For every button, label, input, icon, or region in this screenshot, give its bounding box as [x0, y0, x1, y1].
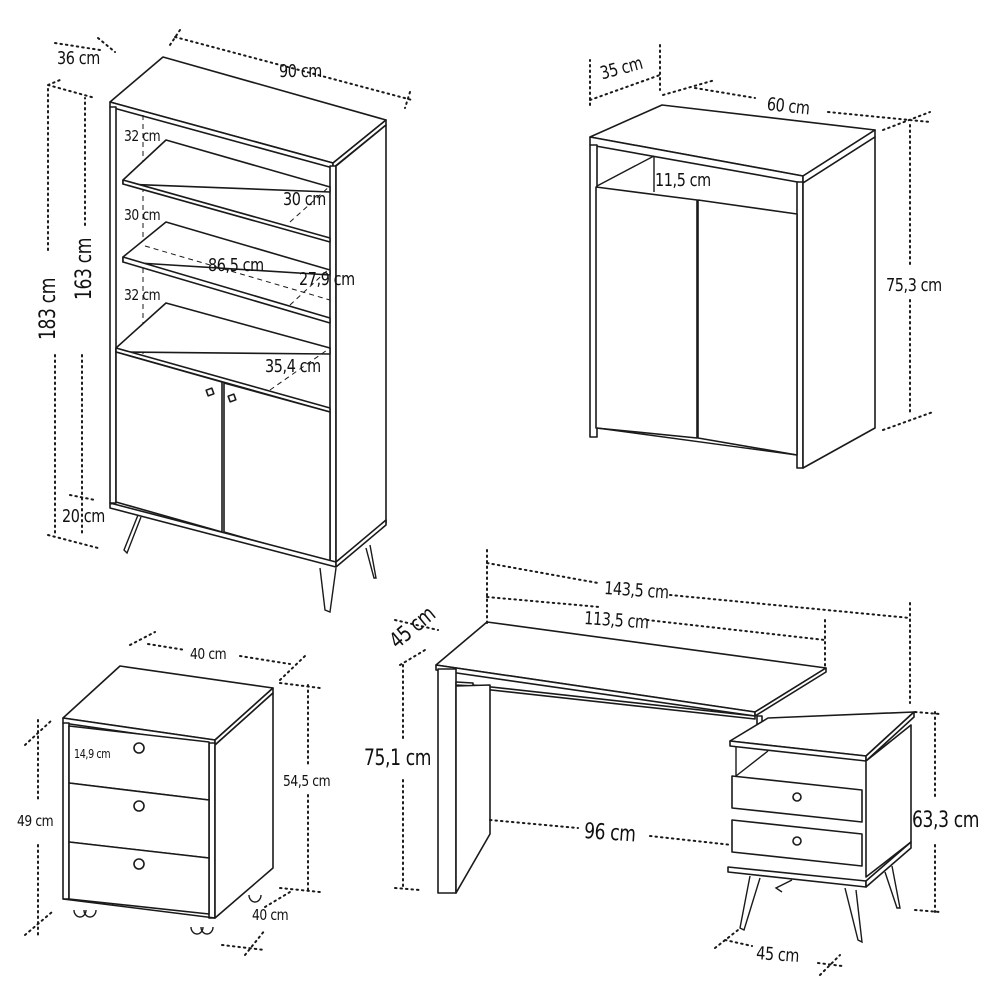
- desk-leg-clearance-label: 96 cm: [583, 819, 637, 848]
- desk-height-label: 75,1 cm: [364, 746, 432, 771]
- cabinet-niche-height-label: 11,5 cm: [655, 170, 711, 191]
- desk-module-height-label: 63,3 cm: [912, 808, 980, 833]
- drawer-unit-depth-label: 40 cm: [252, 906, 289, 924]
- bookcase-body-height-label: 163 cm: [72, 237, 97, 300]
- desk-total-width-label: 143,5 cm: [603, 578, 670, 604]
- cabinet-drawing: [589, 104, 876, 469]
- drawer-unit-drawing: [62, 665, 274, 935]
- desk-top-width-label: 113,5 cm: [583, 608, 650, 634]
- bookcase-leg-height-label: 20 cm: [62, 506, 105, 527]
- bookcase-shelf-depth-2-label: 27,9 cm: [299, 269, 355, 290]
- bookcase-cabinet-depth-label: 35,4 cm: [265, 356, 321, 377]
- bookcase-total-height-label: 183 cm: [36, 277, 61, 340]
- bookcase-shelf-depth-1-label: 30 cm: [283, 189, 326, 210]
- drawer-unit-body-height-label: 49 cm: [17, 812, 54, 830]
- bookcase-inner-width-label: 86,5 cm: [208, 255, 264, 276]
- bookcase-width-label: 90 cm: [279, 61, 322, 82]
- bookcase-shelf-gap-1-label: 32 cm: [124, 127, 161, 145]
- drawer-unit-total-height-label: 54,5 cm: [283, 772, 331, 790]
- desk-drawing: [435, 621, 915, 944]
- bookcase-shelf-gap-2-label: 30 cm: [124, 206, 161, 224]
- drawer-unit-width-label: 40 cm: [190, 645, 227, 663]
- desk-module-depth-label: 45 cm: [755, 943, 800, 967]
- bookcase-depth-label: 36 cm: [57, 48, 100, 69]
- bookcase-shelf-gap-3-label: 32 cm: [124, 286, 161, 304]
- bookcase-drawing: [47, 29, 413, 613]
- drawer-unit-drawer-height-label: 14,9 cm: [74, 747, 111, 761]
- cabinet-width-label: 60 cm: [765, 94, 811, 120]
- cabinet-height-label: 75,3 cm: [886, 275, 942, 296]
